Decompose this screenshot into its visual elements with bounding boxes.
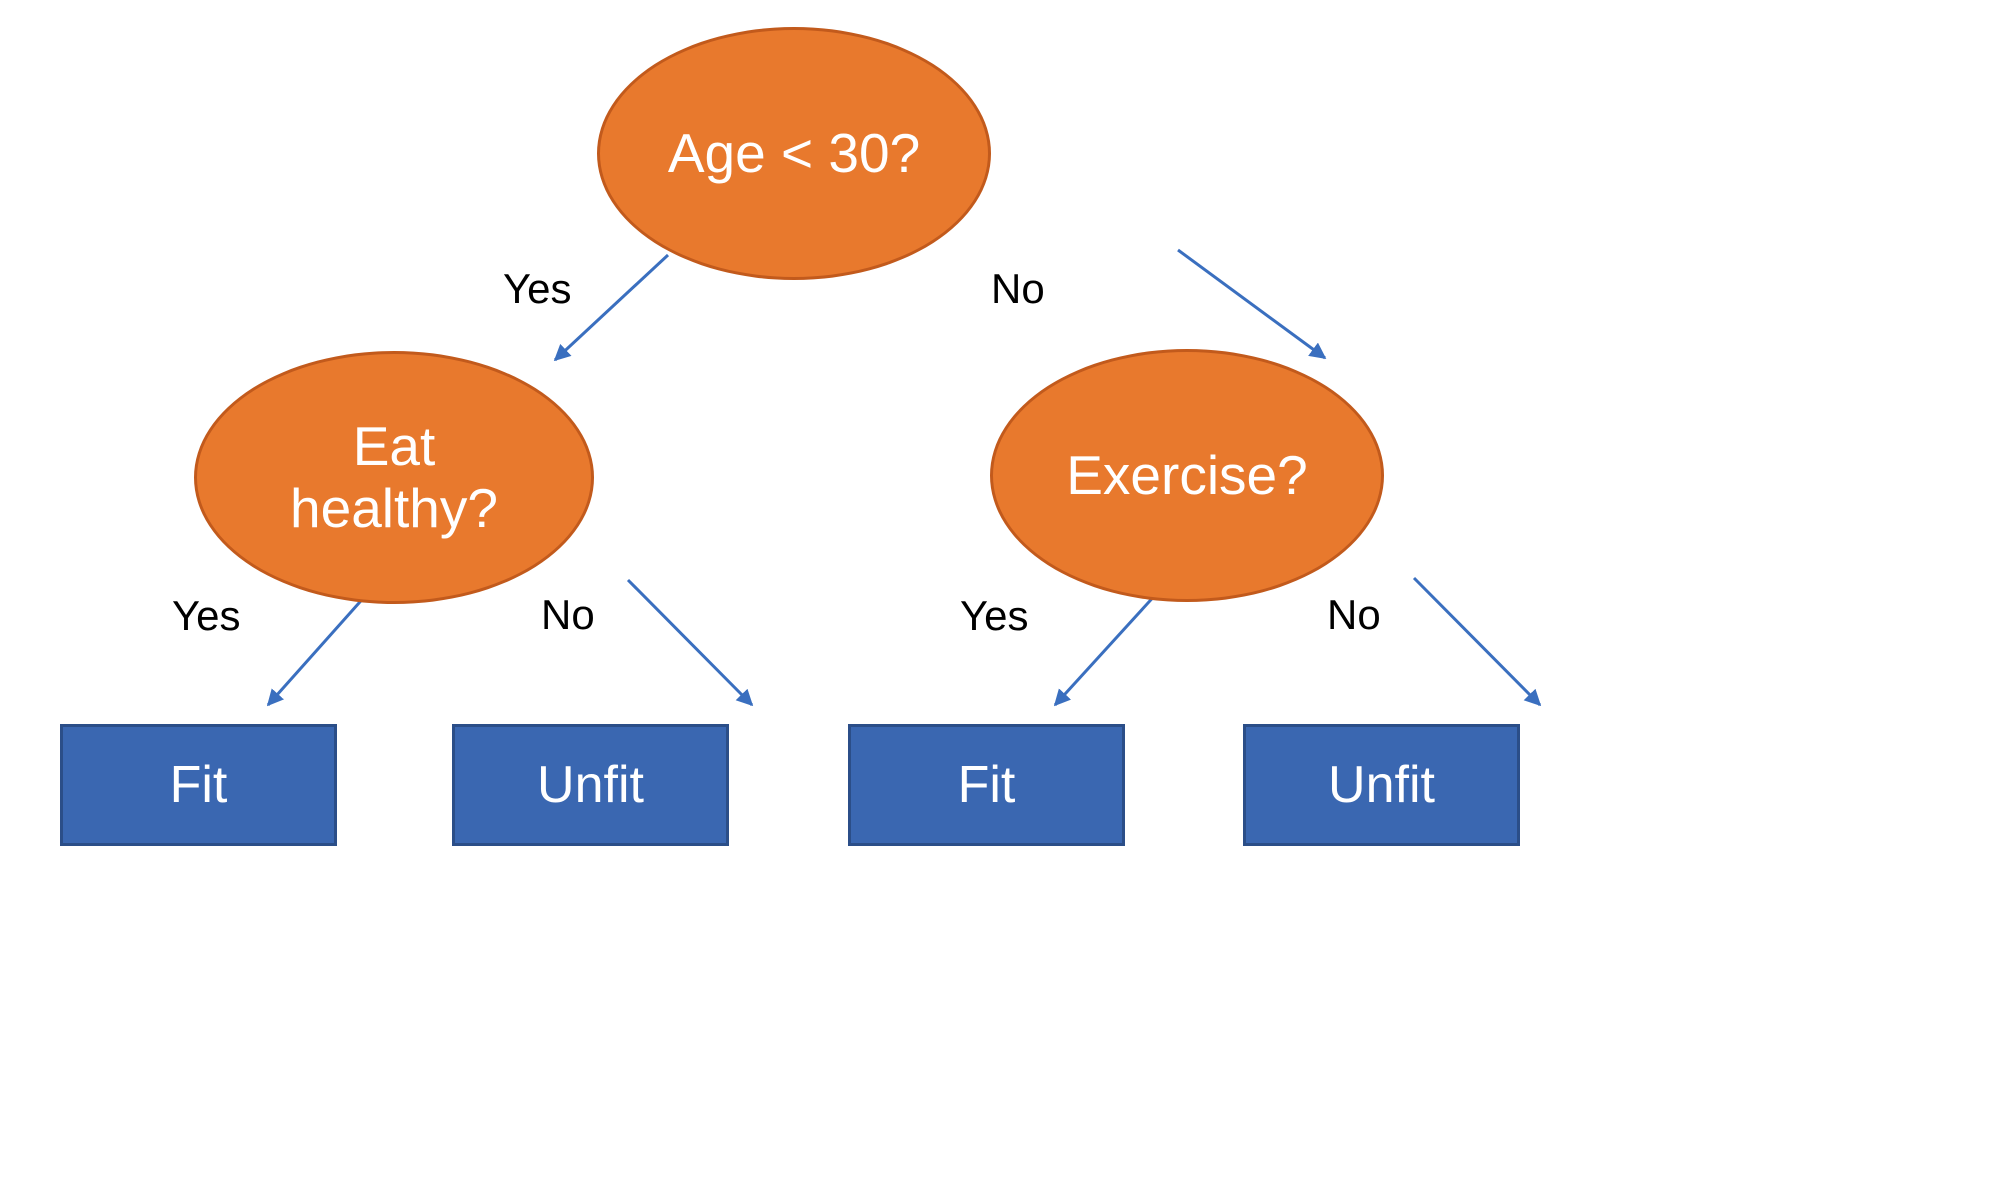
- leaf-label: Fit: [957, 756, 1016, 814]
- leaf-node-unfit-2[interactable]: Unfit: [1243, 724, 1520, 846]
- leaf-node-unfit-1[interactable]: Unfit: [452, 724, 729, 846]
- decision-node-exercise[interactable]: Exercise?: [990, 349, 1384, 602]
- leaf-node-fit-2[interactable]: Fit: [848, 724, 1125, 846]
- edge-exercise-to-fit: [1053, 590, 1160, 707]
- leaf-node-fit-1[interactable]: Fit: [60, 724, 337, 846]
- node-label: Age < 30?: [667, 121, 921, 184]
- edge-label-exercise-yes: Yes: [960, 592, 1029, 639]
- edge-root-to-eat: [553, 253, 670, 362]
- edge-label-exercise-no: No: [1327, 591, 1381, 638]
- leaf-label: Unfit: [537, 756, 644, 814]
- edge-label-root-no: No: [991, 265, 1045, 312]
- node-label: Exercise?: [1066, 443, 1308, 506]
- leaf-label: Fit: [169, 756, 228, 814]
- leaf-label: Unfit: [1328, 756, 1435, 814]
- edge-label-root-yes: Yes: [503, 265, 572, 312]
- edge-label-eat-no: No: [541, 591, 595, 638]
- decision-node-root[interactable]: Age < 30?: [597, 27, 991, 280]
- edge-label-eat-yes: Yes: [172, 592, 241, 639]
- edge-eat-to-unfit: [626, 578, 754, 707]
- edge-eat-to-fit: [266, 593, 369, 707]
- edge-root-to-exercise: [1177, 248, 1327, 360]
- edge-exercise-to-unfit: [1412, 576, 1542, 707]
- node-label: Eat healthy?: [290, 414, 498, 539]
- decision-node-eat-healthy[interactable]: Eat healthy?: [194, 351, 594, 604]
